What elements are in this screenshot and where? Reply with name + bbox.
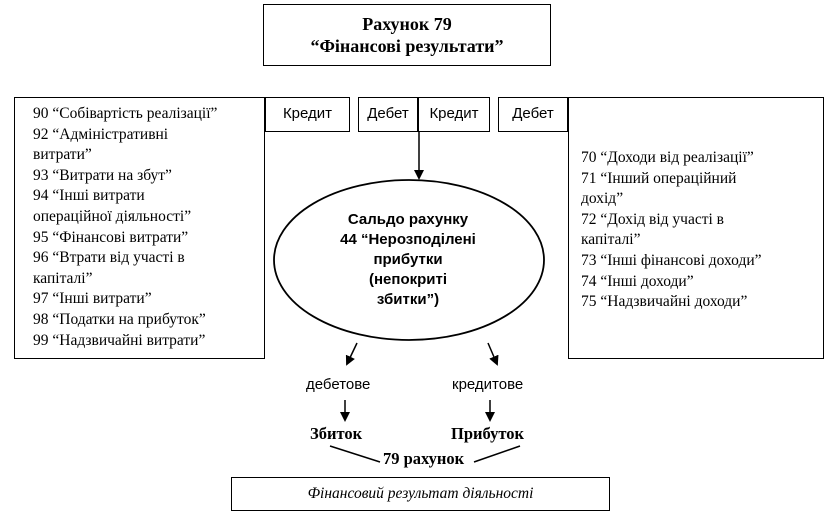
list-item: 92 “Адміністративні витрати”	[33, 125, 169, 164]
income-accounts-box: 70 “Доходи від реалізації” 71 “Інший опе…	[568, 97, 824, 359]
financial-result-box: Фінансовий результат діяльності	[231, 477, 610, 511]
credit-balance-label: кредитове	[452, 376, 524, 393]
list-item: 70 “Доходи від реалізації”	[581, 149, 754, 166]
list-item: 99 “Надзвичайні витрати”	[33, 331, 206, 349]
account-title-box: Рахунок 79 “Фінансові результати”	[263, 4, 551, 66]
balance-ellipse	[273, 179, 545, 341]
list-item: 72 “Дохід від участі в капіталі”	[581, 210, 724, 249]
ellipse-line3: прибутки	[373, 251, 443, 268]
list-item: 97 “Інші витрати”	[33, 290, 152, 308]
credit-tag-left: Кредит	[265, 97, 350, 132]
credit-tag-center: Кредит	[418, 97, 490, 132]
account-title-line1: Рахунок 79	[362, 14, 452, 34]
loss-label: Збиток	[310, 424, 363, 443]
line-loss-to-account	[329, 445, 381, 463]
profit-label: Прибуток	[451, 424, 525, 443]
list-item: 93 “Витрати на збут”	[33, 166, 172, 184]
expense-accounts-box: 90 “Собівартість реалізації” 92 “Адмініс…	[14, 97, 265, 359]
list-item: 73 “Інші фінансові доходи”	[581, 251, 762, 269]
list-item: 75 “Надзвичайні доходи”	[581, 293, 748, 311]
account-title-line2: “Фінансові результати”	[310, 36, 504, 56]
list-item: 71 “Інший операційний дохід”	[581, 169, 737, 208]
ellipse-line1: Сальдо рахунку	[347, 211, 469, 228]
ellipse-line4: (непокриті	[368, 271, 448, 288]
ellipse-line5: збитки”)	[376, 291, 440, 308]
list-item: 90 “Собівартість реалізації”	[33, 105, 218, 122]
list-item: 96 “Втрати від участі в капіталі”	[33, 249, 185, 287]
arrow-to-credit	[487, 342, 499, 366]
arrow-to-debit	[345, 342, 358, 366]
list-item: 74 “Інші доходи”	[581, 272, 694, 290]
list-item: 95 “Фінансові витрати”	[33, 228, 189, 246]
account-79-label: 79 рахунок	[383, 449, 465, 468]
list-item: 94 “Інші витрати операційної діяльності”	[33, 187, 192, 225]
list-item: 98 “Податки на прибуток”	[33, 310, 206, 328]
debit-tag-center: Дебет	[358, 97, 418, 132]
debit-tag-right: Дебет	[498, 97, 568, 132]
line-profit-to-account	[473, 445, 521, 463]
ellipse-line2: 44 “Нерозподілені	[340, 231, 476, 248]
debit-balance-label: дебетове	[306, 376, 371, 393]
balance-ellipse-text: Сальдо рахунку 44 “Нерозподілені прибутк…	[288, 210, 528, 310]
